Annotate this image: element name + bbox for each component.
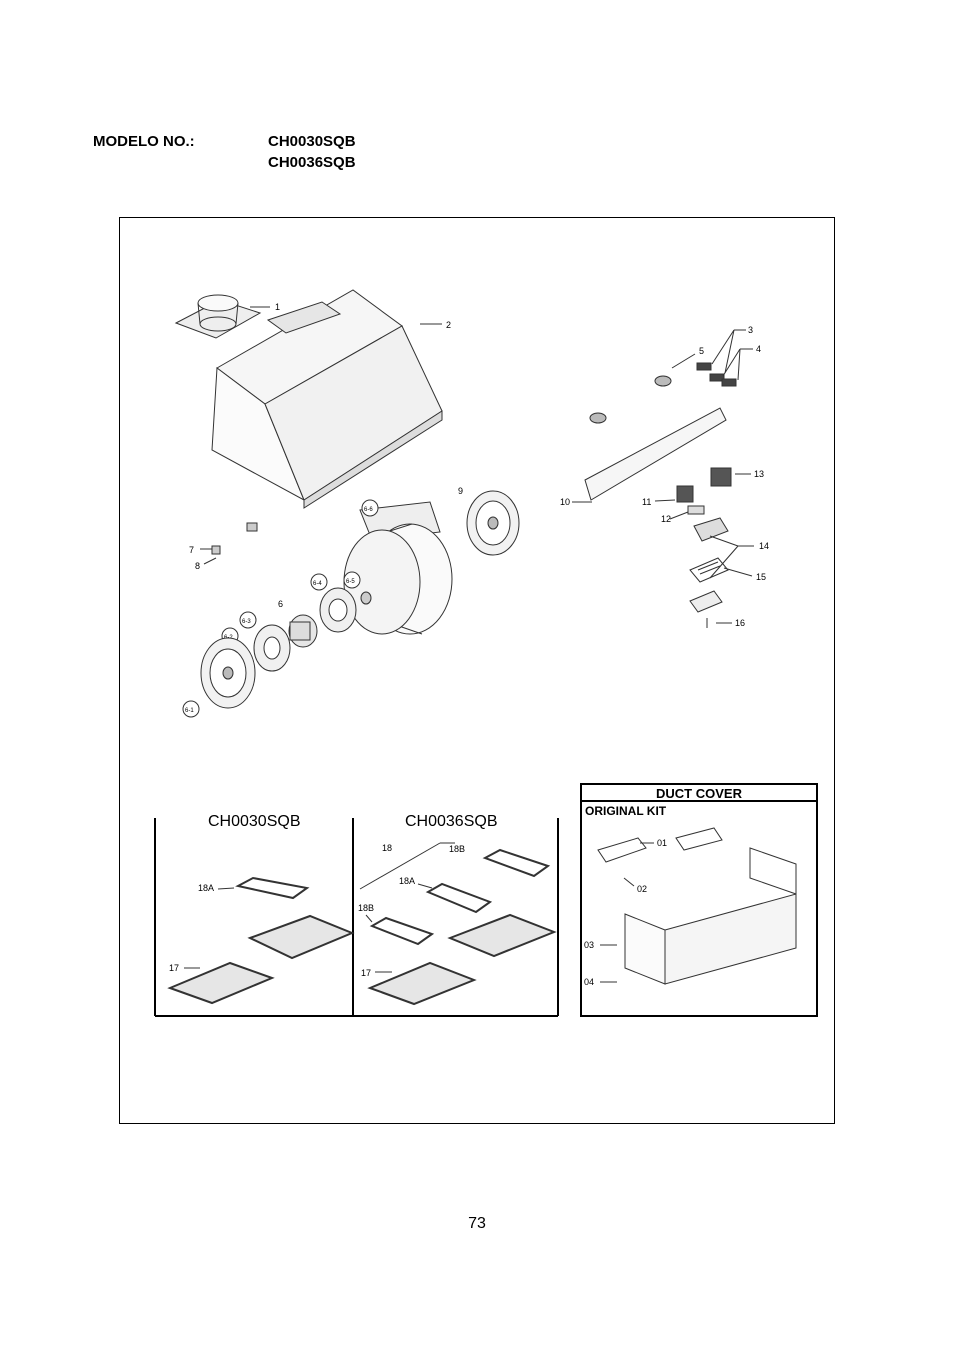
blower-wheel-part-6-3 (253, 624, 291, 672)
model-number-label: MODELO NO.: (93, 133, 195, 150)
grease-filter-left-back (247, 914, 355, 960)
motor-part-6 (288, 614, 318, 648)
filter-18b-top (482, 848, 551, 878)
leader-02 (623, 877, 635, 887)
duct-cover-subtitle: ORIGINAL KIT (585, 804, 667, 818)
callout-5: 5 (699, 346, 704, 356)
light-housing-part-15 (689, 557, 729, 583)
grease-filter-right-back (447, 913, 557, 958)
filter-18a-left (235, 876, 310, 900)
leader-14a (709, 535, 739, 547)
inlet-ring-part-9 (466, 490, 520, 556)
callout-17-left: 17 (169, 963, 179, 973)
bracket-part-7 (211, 522, 258, 555)
filter-title-ch0030sqb: CH0030SQB (208, 813, 301, 830)
leader-3b (724, 329, 735, 374)
callout-01: 01 (657, 838, 667, 848)
duct-bracket-part-01 (597, 827, 723, 863)
callout-badge-6-5 (343, 571, 361, 589)
leader-18 (359, 842, 441, 890)
light-lens-part-16 (689, 590, 723, 628)
leader-5 (671, 353, 696, 369)
switch-part-3 (696, 362, 737, 387)
callout-16: 16 (735, 618, 745, 628)
callout-badge-6-1 (182, 700, 200, 718)
leader-14b (709, 545, 739, 579)
filter-panels (154, 818, 559, 1017)
duct-cover-title: DUCT COVER (656, 786, 743, 801)
parts-diagram: 1 2 7 8 6-6 9 6 6-4 (154, 289, 818, 1017)
filter-18a-right (425, 882, 493, 914)
leader-4b (737, 348, 741, 381)
callout-02: 02 (637, 884, 647, 894)
light-cover-part-14 (693, 517, 729, 542)
callout-6-1: 6-1 (185, 708, 194, 714)
callout-18a-left: 18A (198, 883, 214, 893)
inlet-ring-part-6-1 (200, 637, 256, 709)
callout-8: 8 (195, 561, 200, 571)
duct-collar-part-1 (174, 294, 262, 339)
capacitor-part-12 (687, 505, 705, 515)
callout-3: 3 (748, 325, 753, 335)
callout-4: 4 (756, 344, 761, 354)
callout-9: 9 (458, 486, 463, 496)
leader-8 (203, 557, 217, 565)
grease-filter-17-left (167, 961, 275, 1005)
callout-6-3: 6-3 (242, 619, 251, 625)
callout-11: 11 (642, 497, 651, 507)
leader-11 (654, 499, 676, 502)
callout-badge-6-4 (310, 573, 328, 591)
control-panel-part-10 (584, 407, 727, 501)
filter-18b-left (369, 916, 435, 946)
callout-6: 6 (278, 599, 283, 609)
model-number-2: CH0036SQB (268, 154, 356, 171)
callout-6-5: 6-5 (346, 579, 355, 585)
callout-15: 15 (756, 572, 766, 582)
callout-14: 14 (759, 541, 769, 551)
callout-18b-top: 18B (449, 844, 465, 854)
nut-part-6-5 (360, 591, 372, 605)
callout-7: 7 (189, 545, 194, 555)
grease-filter-17-right (367, 961, 477, 1006)
page-number: 73 (468, 1215, 486, 1232)
callout-6-6: 6-6 (364, 507, 373, 513)
relay-part-13 (710, 467, 732, 487)
control-knob-part-5 (589, 375, 672, 424)
callout-12: 12 (661, 514, 671, 524)
callout-04: 04 (584, 977, 594, 987)
callout-6-4: 6-4 (313, 581, 322, 587)
leader-18b-left (365, 914, 373, 923)
leader-15 (723, 567, 753, 577)
blower-housing-part-6-6 (343, 501, 453, 635)
callout-03: 03 (584, 940, 594, 950)
callout-10: 10 (560, 497, 570, 507)
callout-13: 13 (754, 469, 764, 479)
leader-12 (669, 511, 689, 520)
callout-17-right: 17 (361, 968, 371, 978)
callout-18b-left: 18B (358, 903, 374, 913)
callout-2: 2 (446, 320, 451, 330)
hood-body-part-2 (211, 289, 443, 509)
filter-title-ch0036sqb: CH0036SQB (405, 813, 498, 830)
leader-3a (711, 329, 735, 365)
callout-1: 1 (275, 302, 280, 312)
callout-badge-6-3 (239, 611, 257, 629)
callout-18a-right: 18A (399, 876, 415, 886)
callout-18: 18 (382, 843, 392, 853)
leader-4a (722, 348, 741, 377)
leader-18a-left (217, 887, 235, 890)
duct-cover-part-03 (624, 847, 797, 985)
leader-18a-right (417, 883, 433, 889)
diagram-frame: 1 2 7 8 6-6 9 6 6-4 (119, 217, 835, 1124)
transformer-part-11 (676, 485, 694, 503)
callout-badge-6-6 (361, 499, 379, 517)
model-number-1: CH0030SQB (268, 133, 356, 150)
blower-wheel-part-6-4 (319, 587, 357, 633)
